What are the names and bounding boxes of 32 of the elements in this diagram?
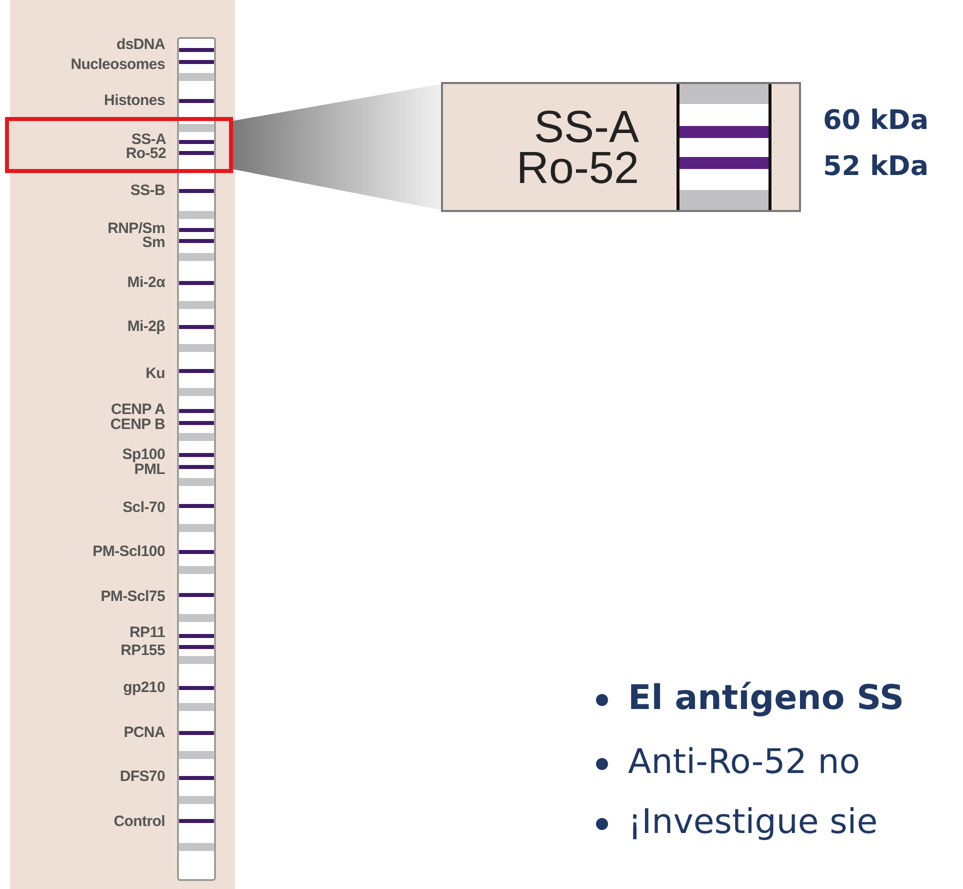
antigen-label: RP11 [130,626,165,640]
antigen-label: SS-B [130,184,165,198]
molecular-weight-label: 52 kDa [823,150,929,184]
antigen-label: Sm [142,236,165,250]
antigen-label: CENP B [110,418,165,432]
bullet-text: El antígeno SS [628,677,904,720]
antigen-label: Nucleosomes [70,58,165,72]
antigen-label: PM-Scl75 [100,590,165,604]
antigen-label: Control [114,815,165,829]
antigen-label: SS-A Ro-52 [515,106,639,188]
antigen-label: Mi-2β [127,320,165,334]
antigen-label: DFS70 [120,770,165,784]
antigen-label: Mi-2α [127,276,165,290]
antigen-label: RP155 [120,644,165,658]
zoomed-strip-panel [441,82,801,212]
antigen-label: Ku [146,367,165,381]
antigen-label: CENP A [110,403,165,417]
highlight-box [5,117,233,173]
bullet-text: Anti-Ro-52 no [628,741,860,784]
antigen-label: Sp100 [122,448,165,462]
antigen-label: PM-Scl100 [92,545,165,559]
bullet-text: ¡Investigue sie [628,801,878,844]
antigen-label: Histones [104,94,165,108]
antigen-label: Scl-70 [122,501,165,515]
antigen-label: PCNA [124,726,165,740]
antigen-label: gp210 [123,681,165,695]
antigen-label: RNP/Sm [108,222,165,236]
antigen-label: dsDNA [116,38,165,52]
antigen-label: PML [134,463,165,477]
antigen-label: SS-A Ro-52 [124,133,166,161]
molecular-weight-label: 60 kDa [823,104,929,138]
zoom-wedge [232,84,441,210]
